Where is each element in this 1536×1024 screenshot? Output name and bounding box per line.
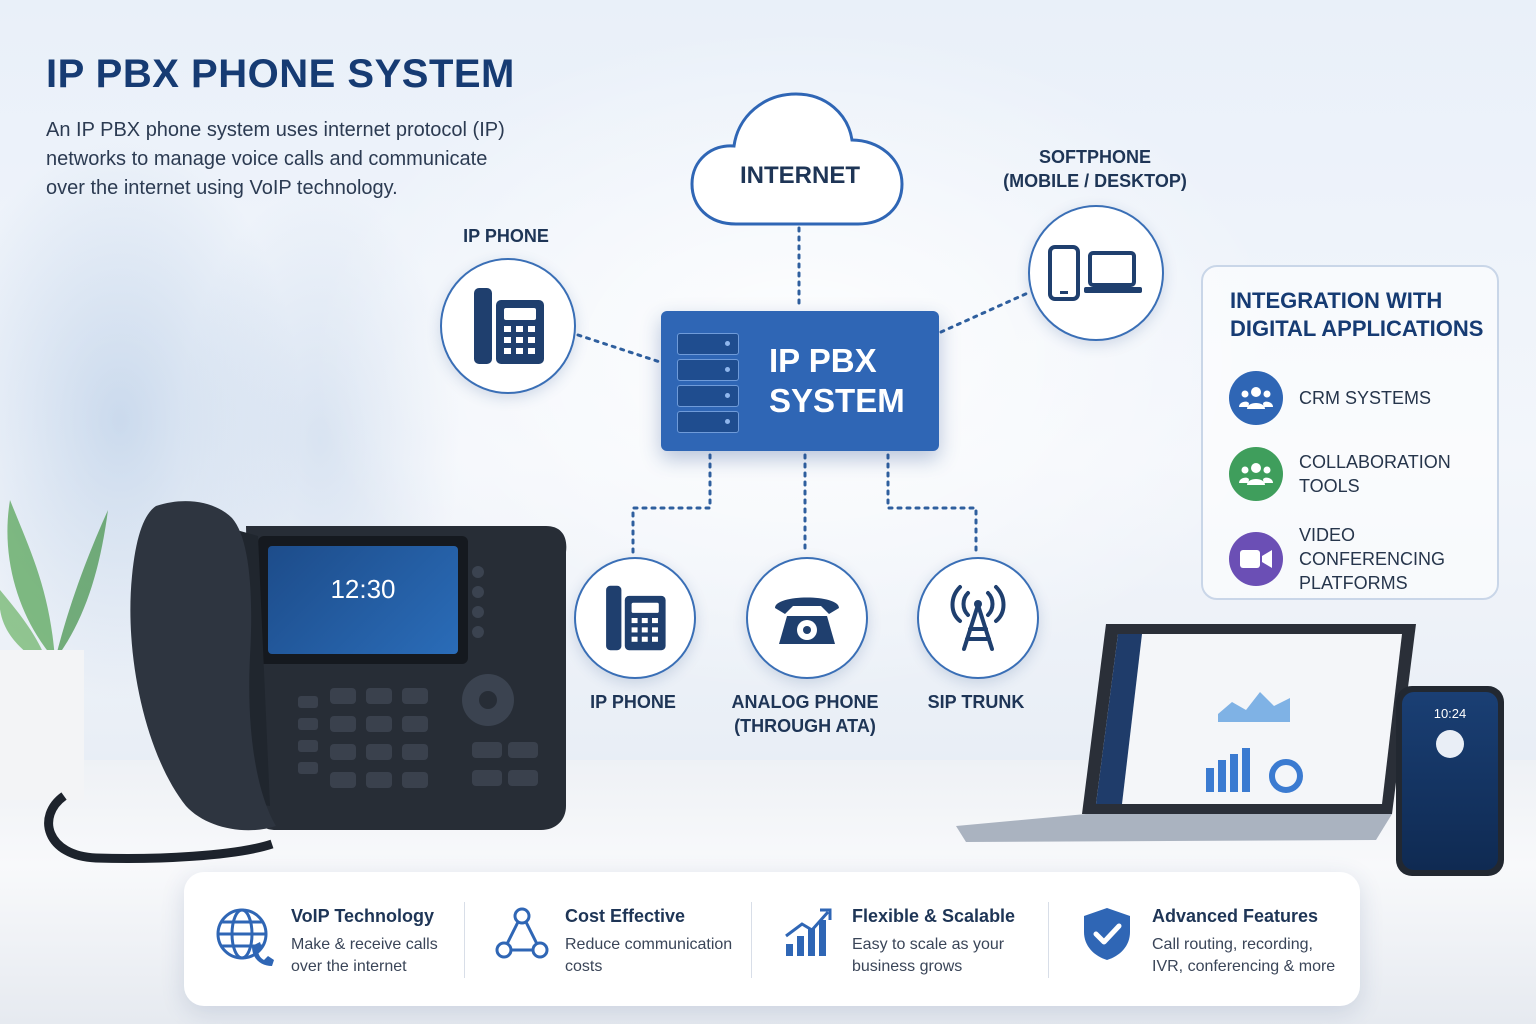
- desk-phone-clock: 12:30: [330, 574, 396, 604]
- analog-phone-node: [746, 557, 868, 679]
- collaboration-label-line1: COLLABORATION: [1299, 452, 1451, 472]
- mobile-screen: 10:24: [1402, 692, 1498, 870]
- analog-phone-label: ANALOG PHONE (THROUGH ATA): [715, 690, 895, 738]
- feature-advanced-desc-line2: IVR, conferencing & more: [1152, 958, 1336, 975]
- mobile-clock: 10:24: [1433, 706, 1467, 721]
- server-rack-unit: [677, 385, 739, 407]
- feature-cost-desc-line1: Reduce communication: [565, 936, 733, 953]
- ip-phone-bottom-label-line1: IP PHONE: [590, 692, 676, 712]
- feature-bar: VoIP Technology Make & receive calls ove…: [184, 872, 1360, 1006]
- feature-divider: [464, 902, 465, 978]
- feature-advanced-title: Advanced Features: [1152, 906, 1319, 926]
- rotary-phone-icon: [775, 597, 839, 644]
- feature-voip-desc-line1: Make & receive calls: [291, 936, 438, 953]
- integration-item-video: VIDEO CONFERENCING PLATFORMS: [1229, 523, 1499, 595]
- video-conferencing-label: VIDEO CONFERENCING PLATFORMS: [1299, 523, 1499, 595]
- laptop-illustration: [956, 618, 1416, 848]
- shield-check-icon: [1084, 908, 1130, 960]
- desk-phone-screen: 12:30: [268, 546, 458, 654]
- crm-label-line1: CRM SYSTEMS: [1299, 388, 1432, 408]
- feature-scalable-desc-line1: Easy to scale as your: [852, 936, 1005, 953]
- plant-illustration: [0, 500, 108, 800]
- internet-cloud-icon: [690, 92, 904, 226]
- softphone-label-line2: (MOBILE / DESKTOP): [1003, 171, 1187, 191]
- integration-panel: INTEGRATION WITH DIGITAL APPLICATIONS CR…: [1201, 265, 1499, 600]
- ip-phone-node: [440, 258, 576, 394]
- feature-cost-title: Cost Effective: [565, 906, 686, 926]
- feature-scalable-title: Flexible & Scalable: [852, 906, 1016, 926]
- ip-pbx-system-box: IP PBX SYSTEM: [661, 311, 939, 451]
- integration-title: INTEGRATION WITH DIGITAL APPLICATIONS: [1230, 287, 1483, 343]
- feature-scalable-desc: Easy to scale as your business grows: [852, 934, 1052, 978]
- desk-phone-illustration: 12:30: [36, 496, 576, 876]
- analog-phone-label-line1: ANALOG PHONE: [731, 692, 879, 712]
- video-camera-icon: [1229, 532, 1283, 586]
- feature-cost-desc: Reduce communication costs: [565, 934, 765, 978]
- mobile-avatar-icon: [1436, 730, 1464, 758]
- desk-phone-icon: [606, 585, 666, 651]
- video-label-line2: PLATFORMS: [1299, 573, 1408, 593]
- collaboration-label-line2: TOOLS: [1299, 476, 1360, 496]
- integration-item-collaboration: COLLABORATION TOOLS: [1229, 447, 1499, 501]
- server-rack-unit: [677, 333, 739, 355]
- internet-label: INTERNET: [740, 162, 860, 189]
- crm-users-icon: [1229, 371, 1283, 425]
- feature-advanced-desc-line1: Call routing, recording,: [1152, 936, 1313, 953]
- sip-trunk-label: SIP TRUNK: [896, 690, 1056, 714]
- integration-title-line2: DIGITAL APPLICATIONS: [1230, 316, 1484, 341]
- pbx-label-line2: SYSTEM: [769, 382, 905, 419]
- feature-voip-desc-line2: over the internet: [291, 958, 407, 975]
- desk-phone-icon: [474, 288, 544, 364]
- feature-advanced-desc: Call routing, recording, IVR, conferenci…: [1152, 934, 1382, 978]
- pbx-label-line1: IP PBX: [769, 342, 877, 379]
- integration-title-line1: INTEGRATION WITH: [1230, 288, 1443, 313]
- feature-voip-title: VoIP Technology: [291, 906, 435, 926]
- feature-divider: [1048, 902, 1049, 978]
- page-description: An IP PBX phone system uses internet pro…: [46, 119, 505, 199]
- softphone-node: [1028, 205, 1164, 341]
- crm-label: CRM SYSTEMS: [1299, 386, 1499, 410]
- server-rack-unit: [677, 411, 739, 433]
- video-label-line1: VIDEO CONFERENCING: [1299, 525, 1446, 569]
- sip-trunk-node: [917, 557, 1039, 679]
- collaboration-group-icon: [1229, 447, 1283, 501]
- ip-phone-top-label: IP PHONE: [463, 226, 549, 246]
- ip-phone-bottom-node: [574, 557, 696, 679]
- sip-trunk-label-line1: SIP TRUNK: [927, 692, 1025, 712]
- server-rack-unit: [677, 359, 739, 381]
- ip-phone-bottom-label: IP PHONE: [553, 690, 713, 714]
- softphone-label-line1: SOFTPHONE: [1038, 147, 1151, 167]
- integration-item-crm: CRM SYSTEMS: [1229, 371, 1499, 425]
- mobile-desktop-icon: [1048, 245, 1142, 301]
- feature-scalable-desc-line2: business grows: [852, 958, 963, 975]
- softphone-label: SOFTPHONE (MOBILE / DESKTOP): [990, 145, 1200, 193]
- pbx-label: IP PBX SYSTEM: [769, 341, 905, 421]
- signal-tower-icon: [950, 585, 1006, 651]
- feature-cost-desc-line2: costs: [565, 958, 603, 975]
- analog-phone-label-line2: (THROUGH ATA): [734, 716, 876, 736]
- growth-chart-icon: [785, 908, 832, 956]
- page-title: IP PBX PHONE SYSTEM: [46, 52, 515, 96]
- globe-phone-icon: [216, 908, 274, 966]
- feature-divider: [751, 902, 752, 978]
- feature-voip-desc: Make & receive calls over the internet: [291, 934, 491, 978]
- network-nodes-icon: [495, 907, 549, 959]
- collaboration-label: COLLABORATION TOOLS: [1299, 450, 1499, 498]
- mobile-phone-illustration: 10:24: [1396, 686, 1504, 876]
